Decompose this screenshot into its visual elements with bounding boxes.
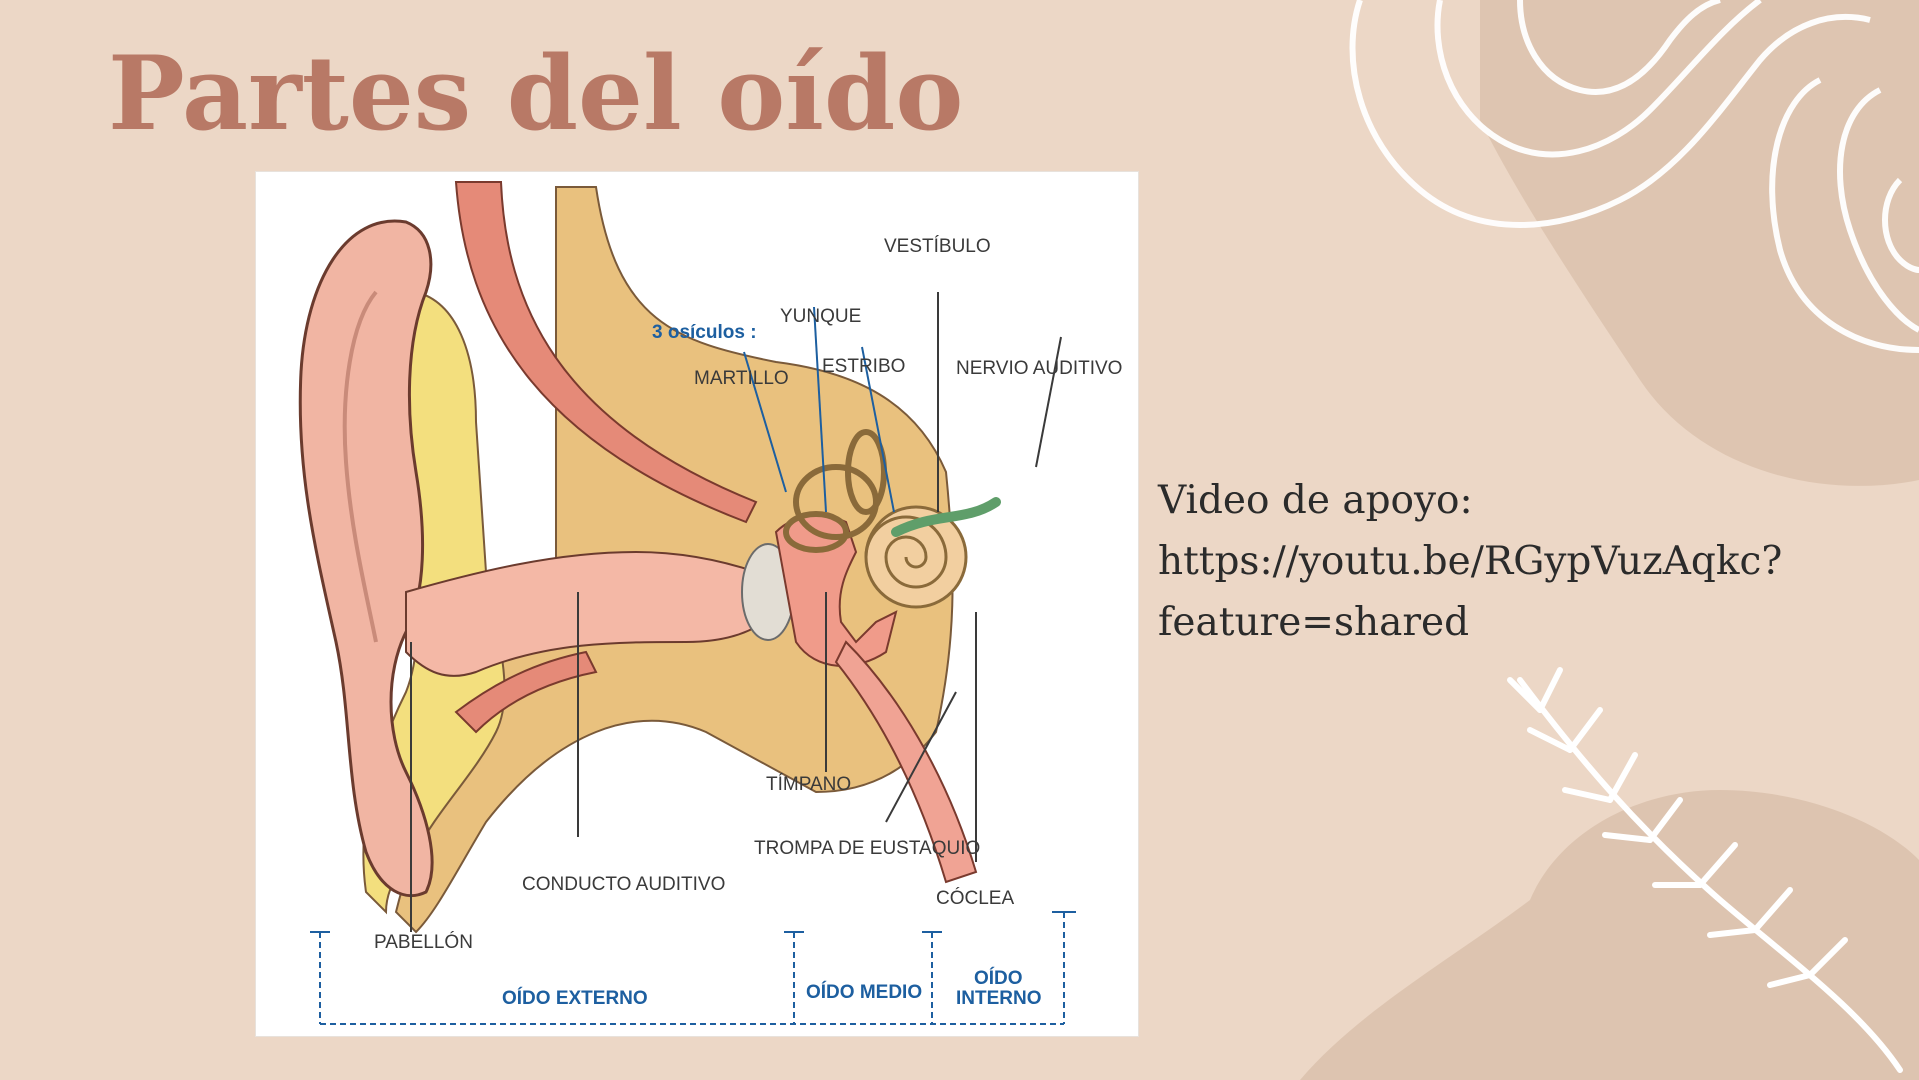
label-oido-externo: OÍDO EXTERNO bbox=[502, 987, 648, 1009]
label-martillo: MARTILLO bbox=[694, 368, 789, 389]
ossicle-pointers bbox=[743, 306, 895, 513]
beige-blob-top-right bbox=[1480, 0, 1919, 486]
white-branch bbox=[1507, 667, 1903, 1073]
label-yunque: YUNQUE bbox=[780, 306, 861, 327]
auditory-nerve bbox=[891, 497, 1001, 537]
label-nervio-auditivo: NERVIO AUDITIVO bbox=[956, 358, 1122, 379]
region-brackets bbox=[319, 912, 1065, 1025]
support-url-line-2[interactable]: feature=shared bbox=[1158, 600, 1470, 645]
label-timpano: TÍMPANO bbox=[766, 774, 851, 795]
muscle-top bbox=[454, 181, 758, 524]
label-oido-interno-1: OÍDO bbox=[974, 967, 1023, 989]
label-trompa: TROMPA DE EUSTAQUIO bbox=[754, 838, 980, 859]
ear-diagram-svg: VESTÍBULO YUNQUE 3 osículos : MARTILLO E… bbox=[298, 181, 1122, 1025]
pinna-inner bbox=[342, 290, 378, 643]
support-url-line-1[interactable]: https://youtu.be/RGypVuzAqkc? bbox=[1158, 539, 1783, 584]
label-oido-interno-2: INTERNO bbox=[956, 988, 1042, 1009]
eustachian-tube bbox=[834, 640, 978, 884]
ear-diagram: VESTÍBULO YUNQUE 3 osículos : MARTILLO E… bbox=[256, 172, 1138, 1036]
label-vestibulo: VESTÍBULO bbox=[884, 236, 991, 257]
muscle-bottom bbox=[454, 650, 598, 734]
support-video-text: Video de apoyo: https://youtu.be/RGypVuz… bbox=[1158, 470, 1878, 653]
page-title: Partes del oído bbox=[108, 34, 964, 154]
bracket-caps bbox=[310, 911, 1076, 933]
label-oido-medio: OÍDO MEDIO bbox=[806, 981, 922, 1003]
support-heading: Video de apoyo: bbox=[1158, 478, 1473, 523]
label-osiculos: 3 osículos : bbox=[652, 322, 757, 343]
label-estribo: ESTRIBO bbox=[822, 356, 905, 377]
label-pabellon: PABELLÓN bbox=[374, 931, 473, 953]
label-conducto: CONDUCTO AUDITIVO bbox=[522, 874, 725, 895]
semicircular-canals bbox=[783, 429, 887, 553]
label-pointers bbox=[410, 292, 1062, 932]
white-swirl-lines bbox=[1349, 0, 1919, 353]
label-coclea: CÓCLEA bbox=[936, 887, 1014, 909]
pinna bbox=[298, 219, 434, 898]
beige-blob-bottom-right bbox=[1300, 790, 1919, 1080]
